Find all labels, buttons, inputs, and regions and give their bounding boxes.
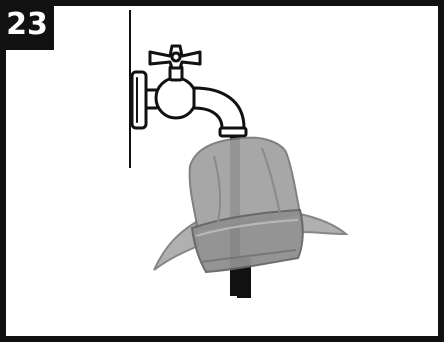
faucet-icon — [130, 44, 248, 138]
cloth-bag — [153, 136, 349, 274]
step-number-badge: 23 — [0, 0, 54, 50]
